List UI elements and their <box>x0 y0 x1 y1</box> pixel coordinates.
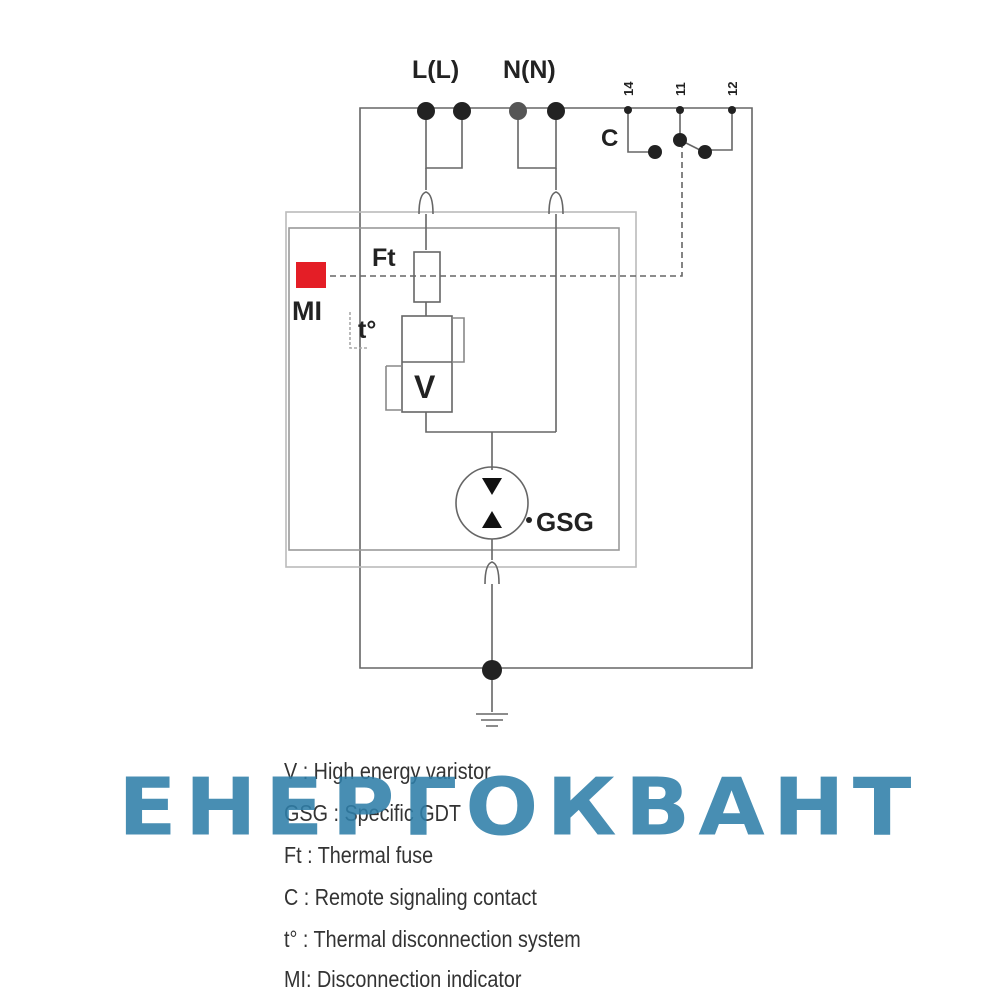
watermark-logo: ЕНЕРГОКВАНТ <box>118 762 920 854</box>
mechanical-link <box>330 146 683 277</box>
contact-dot-14 <box>648 145 662 159</box>
earth-symbol <box>476 713 508 727</box>
mi-indicator <box>296 262 326 288</box>
label-v: V <box>414 369 436 405</box>
label-c: C <box>601 125 618 152</box>
label-l: L(L) <box>412 56 459 84</box>
module-inner-box <box>288 227 620 551</box>
terminal-n2 <box>547 102 565 120</box>
n-plug-arc <box>548 191 564 215</box>
label-n: N(N) <box>503 56 556 84</box>
label-t: t° <box>358 316 376 344</box>
terminal-n1 <box>509 102 527 120</box>
pin-12-dot <box>728 106 736 114</box>
legend-item-mi: MI: Disconnection indicator <box>284 966 522 992</box>
l-plug-arc <box>418 191 434 215</box>
label-pin-11: 11 <box>673 82 688 96</box>
label-pin-12: 12 <box>725 82 740 96</box>
legend-item-ft: Ft : Thermal fuse <box>284 842 434 868</box>
gdt-arrow-down <box>482 478 502 495</box>
varistor-box <box>401 315 453 413</box>
label-gsg: GSG <box>536 507 594 537</box>
l-terminal-wire <box>425 112 463 169</box>
terminal-l1 <box>417 102 435 120</box>
pe-terminal <box>482 660 502 680</box>
contact-wire-14 <box>627 112 652 153</box>
outer-frame <box>359 107 753 669</box>
legend-item-c: C : Remote signaling contact <box>284 884 537 910</box>
label-ft: Ft <box>372 244 396 272</box>
pin-11-dot <box>676 106 684 114</box>
legend-item-gsg: GSG : Specific GDT <box>284 800 461 826</box>
pe-plug-arc <box>484 561 500 585</box>
gdt-arrow-up <box>482 511 502 528</box>
gdt-circle <box>455 466 529 540</box>
contact-dot-11 <box>673 133 687 147</box>
pin-14-dot <box>624 106 632 114</box>
legend-item-v: V : High energy varistor <box>284 758 491 784</box>
module-outer-box <box>285 211 637 568</box>
contact-wire-12 <box>706 112 733 151</box>
label-pin-14: 14 <box>621 81 636 96</box>
terminal-l2 <box>453 102 471 120</box>
n-terminal-wire <box>517 112 557 169</box>
legend-item-t: t° : Thermal disconnection system <box>284 926 581 952</box>
contact-dot-12 <box>698 145 712 159</box>
thermal-fuse-box <box>413 251 441 303</box>
label-mi: MI <box>292 296 322 326</box>
